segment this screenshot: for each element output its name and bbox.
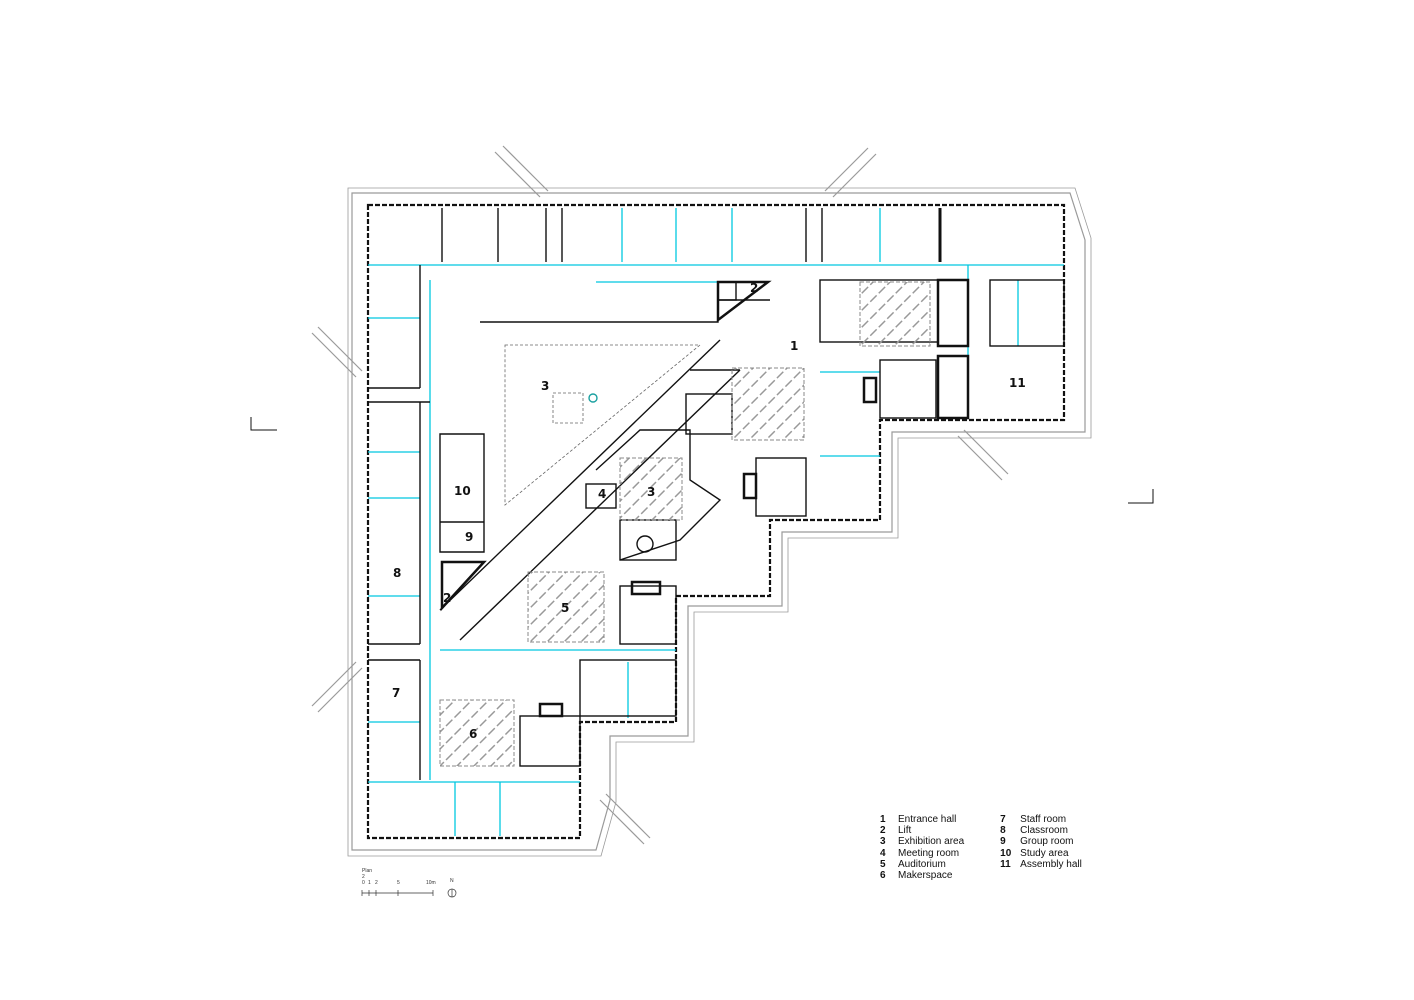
- legend-column-right: 7 Staff room 8 Classroom 9 Group room 10 Stu…: [1000, 814, 1082, 881]
- legend-number: 2: [880, 825, 886, 837]
- legend-name: Study area: [1020, 847, 1069, 859]
- legend-name: Lift: [898, 825, 912, 837]
- legend-number: 6: [880, 869, 886, 881]
- room-label: 4: [598, 487, 606, 501]
- legend-item: 5 Auditorium: [880, 859, 964, 870]
- legend-item: 10 Study area: [1000, 848, 1082, 859]
- room-label: 8: [393, 566, 401, 580]
- scale-tick-5: 5: [397, 880, 400, 886]
- legend-number: 8: [1000, 825, 1006, 837]
- room-label: 6: [469, 727, 477, 741]
- legend-item: 2 Lift: [880, 825, 964, 836]
- scale-tick-1: 1: [368, 880, 371, 886]
- canopies: [311, 145, 1009, 845]
- legend-number: 11: [1000, 858, 1011, 870]
- room-label: 2: [750, 281, 758, 295]
- legend-name: Classroom: [1020, 825, 1068, 837]
- legend-name: Group room: [1020, 836, 1074, 848]
- exhibition-courtyard: [504, 344, 702, 506]
- legend-number: 3: [880, 836, 886, 848]
- legend-name: Meeting room: [898, 847, 960, 859]
- room-label: 1: [790, 339, 798, 353]
- legend-number: 4: [880, 847, 886, 859]
- glazing-lines: [368, 208, 1064, 836]
- legend-name: Assembly hall: [1020, 858, 1082, 870]
- legend-item: 6 Makerspace: [880, 870, 964, 881]
- room-labels: 1 2 2 3 3 4 5 6 7 8 9 10 11: [392, 281, 1026, 741]
- section-marks: [250, 417, 1154, 504]
- legend-name: Auditorium: [898, 858, 946, 870]
- room-label: 2: [443, 591, 451, 605]
- scale-bar: [361, 888, 457, 898]
- legend-item: 3 Exhibition area: [880, 836, 964, 847]
- legend-name: Exhibition area: [898, 836, 965, 848]
- plan-title: Plan 2: [362, 868, 373, 880]
- legend-number: 9: [1000, 836, 1006, 848]
- legend-name: Entrance hall: [898, 814, 957, 825]
- room-label: 11: [1009, 376, 1026, 390]
- exterior-walls: [366, 203, 1066, 840]
- legend-name: Staff room: [1020, 814, 1067, 825]
- legend-item: 7 Staff room: [1000, 814, 1082, 825]
- room-label: 10: [454, 484, 471, 498]
- room-label: 3: [647, 485, 655, 499]
- scale-tick-2: 2: [375, 880, 378, 886]
- interior-walls: [368, 208, 1065, 780]
- scale-tick-10: 10m: [426, 880, 436, 886]
- room-label: 9: [465, 530, 473, 544]
- legend-item: 4 Meeting room: [880, 848, 964, 859]
- room-label: 7: [392, 686, 400, 700]
- legend-number: 10: [1000, 847, 1012, 859]
- north-label: N: [450, 878, 454, 884]
- scale-tick-0: 0: [362, 880, 365, 886]
- legend-item: 8 Classroom: [1000, 825, 1082, 836]
- room-label: 3: [541, 379, 549, 393]
- legend-item: 1 Entrance hall: [880, 814, 964, 825]
- hatched-rooms: [439, 281, 931, 767]
- legend-item: 11 Assembly hall: [1000, 859, 1082, 870]
- legend-item: 9 Group room: [1000, 836, 1082, 847]
- legend-name: Makerspace: [898, 869, 953, 881]
- legend-number: 7: [1000, 814, 1006, 825]
- building-outline: [347, 187, 1092, 857]
- legend-number: 5: [880, 858, 886, 870]
- room-label: 5: [561, 601, 569, 615]
- legend-number: 1: [880, 814, 886, 825]
